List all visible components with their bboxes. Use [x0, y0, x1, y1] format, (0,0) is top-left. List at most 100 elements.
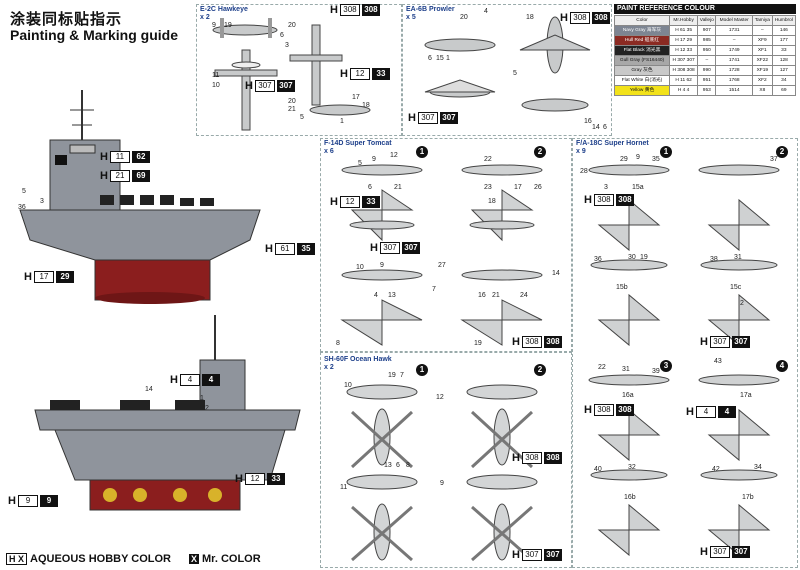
callout-number: 18 — [362, 102, 370, 109]
paint-table-cell: XF1 — [751, 45, 773, 56]
paint-table-cell: 33 — [771, 45, 797, 56]
callout-number: 5 — [513, 70, 517, 77]
callout-number: 42 — [712, 466, 720, 473]
callout-number: 16b — [624, 494, 636, 501]
callout-number: 2 — [205, 405, 209, 412]
tomcat-drawings — [340, 164, 543, 346]
paint-table-cell: 1728 — [715, 65, 753, 76]
callout-number: 19 — [640, 254, 648, 261]
callout-number: 40 — [594, 466, 602, 473]
paint-table-cell: 953 — [697, 85, 717, 96]
paint-table-header: Model Master — [715, 15, 753, 26]
callout-number: 37 — [770, 156, 778, 163]
callout-number: 9 — [440, 480, 444, 487]
paint-table-cell: H 4 4 — [669, 85, 699, 96]
callout-number: 6 — [396, 462, 400, 469]
title-chinese: 涂装同标贴指示 — [10, 11, 123, 28]
paint-color-name: Gull Gray (FS16440) — [613, 55, 671, 66]
callout-number: 19 — [224, 22, 232, 29]
paint-table-cell: H 12 33 — [669, 45, 699, 56]
callout-number: 28 — [580, 168, 588, 175]
callout-number: 5 — [22, 188, 26, 195]
carrier-stern-view — [34, 315, 301, 511]
callout-number: 1 — [446, 55, 450, 62]
callout-number: 39 — [652, 368, 660, 375]
paint-table-header: Tamiya — [751, 15, 773, 26]
paint-table-cell: – — [715, 35, 753, 46]
paint-table-cell: 177 — [771, 35, 797, 46]
callout-number: 23 — [484, 184, 492, 191]
carrier-side-view-top — [19, 90, 261, 304]
callout-number: 16 — [584, 118, 592, 125]
callout-number: 17 — [352, 94, 360, 101]
callout-number: 36 — [18, 204, 26, 211]
callout-number: 18 — [526, 14, 534, 21]
callout-number: 21 — [288, 106, 296, 113]
callout-number: 31 — [734, 254, 742, 261]
paint-table-cell: X8 — [751, 85, 773, 96]
callout-number: 9 — [380, 262, 384, 269]
callout-number: 38 — [710, 256, 718, 263]
callout-number: 2 — [740, 300, 744, 307]
callout-number: 36 — [594, 256, 602, 263]
callout-number: 43 — [714, 358, 722, 365]
callout-number: 9 — [372, 156, 376, 163]
callout-number: 10 — [356, 264, 364, 271]
callout-number: 32 — [628, 464, 636, 471]
callout-number: 17a — [740, 392, 752, 399]
callout-number: 4 — [484, 8, 488, 15]
callout-number: 10 — [212, 82, 220, 89]
paint-table-cell: 1731 — [715, 25, 753, 36]
paint-table-cell: 951 — [697, 75, 717, 86]
callout-number: 31 — [622, 366, 630, 373]
callout-number: 8 — [336, 340, 340, 347]
paint-table-cell: H 11 62 — [669, 75, 699, 86]
seahawk-drawings — [346, 384, 538, 562]
paint-color-name: Gray 灰色 — [613, 65, 671, 76]
paint-table-cell: – — [751, 25, 773, 36]
callout-number: 11 — [212, 72, 220, 79]
paint-table-cell: 985 — [697, 35, 717, 46]
callout-number: 22 — [598, 364, 606, 371]
paint-table-cell: 1749 — [715, 45, 753, 56]
callout-number: 20 — [288, 22, 296, 29]
paint-table-cell: – — [697, 55, 717, 66]
paint-table-cell: 146 — [771, 25, 797, 36]
paint-table-cell: XF19 — [751, 65, 773, 76]
callout-number: 6 — [368, 184, 372, 191]
paint-color-name: Yellow 黄色 — [613, 85, 671, 96]
paint-table-cell: XF9 — [751, 35, 773, 46]
callout-number: 14 — [552, 270, 560, 277]
callout-number: 30 — [628, 254, 636, 261]
callout-number: 24 — [520, 292, 528, 299]
variant-badge: 2 — [534, 364, 546, 376]
paint-table-cell: 69 — [771, 85, 797, 96]
callout-number: 9 — [212, 22, 216, 29]
callout-number: 10 — [344, 382, 352, 389]
callout-number: 4 — [374, 292, 378, 299]
variant-badge: 4 — [776, 360, 788, 372]
paint-color-name: Hull Red 船底红 — [613, 35, 671, 46]
paint-table-cell: 950 — [697, 45, 717, 56]
paint-table-cell: H 17 29 — [669, 35, 699, 46]
